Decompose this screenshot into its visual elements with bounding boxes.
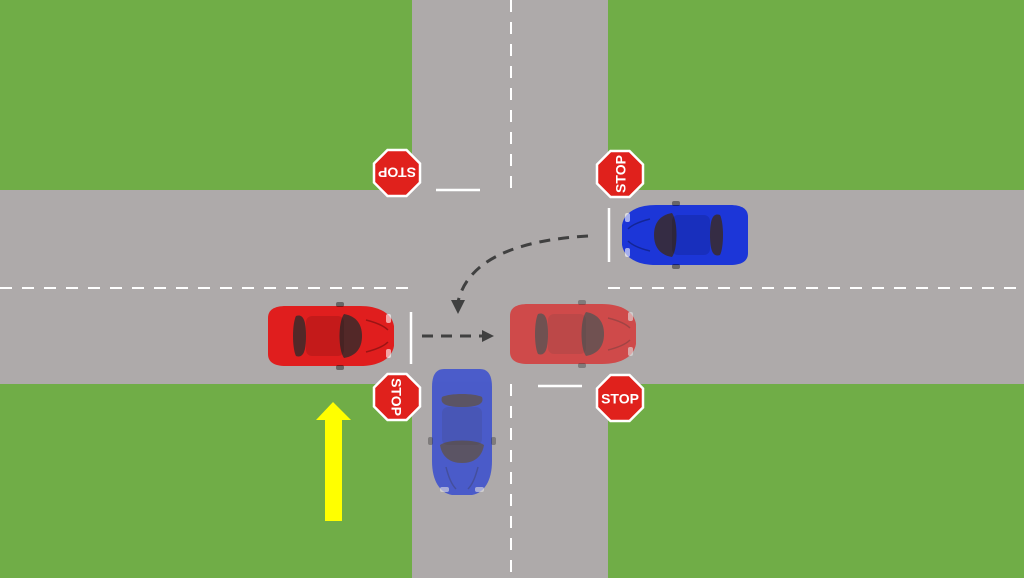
stop-sign-label: STOP [601,391,639,407]
dashed-arrow-right-icon [422,330,494,342]
stop-sign-south-west: STOP [372,372,422,422]
stop-sign-north-west: STOP [372,148,422,198]
red-car-stopped [268,301,394,371]
stop-sign-label: STOP [378,165,416,181]
stop-sign-north-east: STOP [595,149,645,199]
blue-car-ghost [427,369,497,495]
stop-sign-south-east: STOP [595,373,645,423]
dashed-curved-arrow-icon [451,234,589,314]
blue-car-stopped [622,200,748,270]
stop-sign-label: STOP [389,378,405,416]
yellow-up-arrow-icon [316,402,351,521]
red-car-ghost [510,299,636,369]
stop-sign-label: STOP [613,155,629,193]
